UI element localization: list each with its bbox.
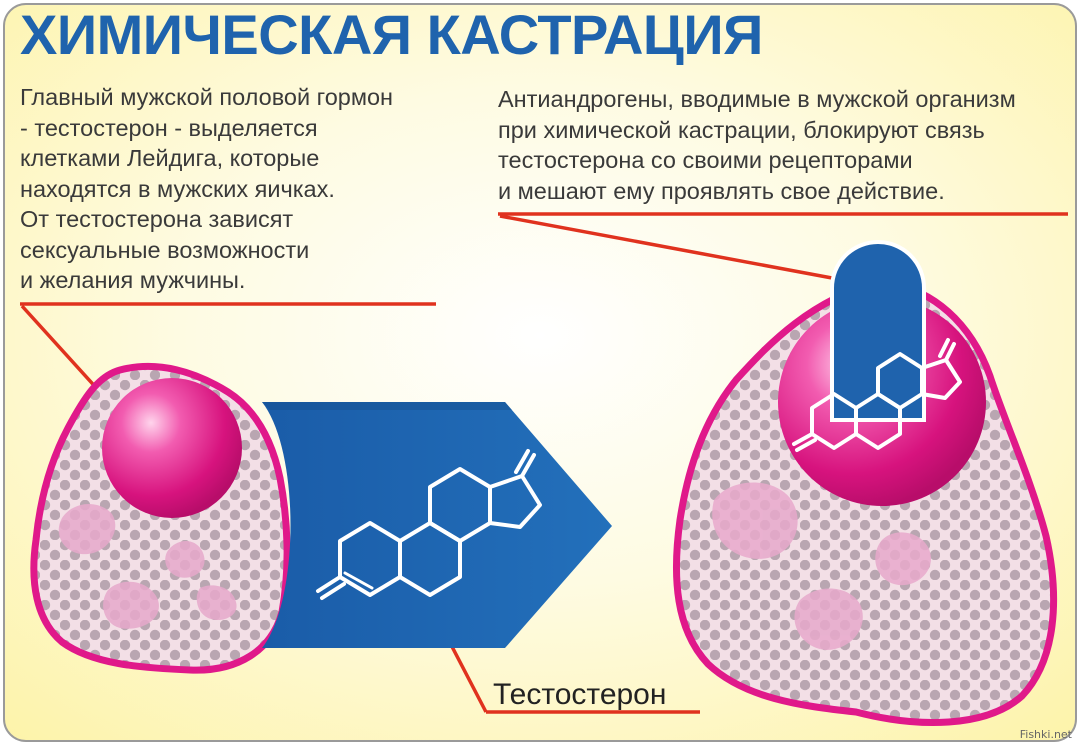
antiandrogen-capsule — [830, 240, 926, 422]
left-line-5: От тестостерона зависят — [20, 206, 294, 232]
page-title: ХИМИЧЕСКАЯ КАСТРАЦИЯ — [20, 3, 763, 66]
left-line-2: - тестостерон - выделяется — [20, 114, 318, 141]
receptor-ball-left — [102, 378, 242, 518]
left-description: Главный мужской половой гормон - тестост… — [20, 82, 393, 296]
testosterone-molecule — [316, 449, 542, 600]
right-line-2: при химической кастрации, блокируют связ… — [498, 116, 985, 143]
right-description: Антиандрогены, вводимые в мужской органи… — [498, 84, 1016, 206]
right-cell-blobs — [712, 482, 932, 650]
left-line-4: находятся в мужских яичках. — [20, 175, 335, 202]
left-line-1: Главный мужской половой гормон — [20, 84, 394, 110]
right-pointer — [499, 214, 833, 280]
left-line-6: сексуальные возможности — [20, 236, 310, 263]
left-cell-blobs — [58, 503, 237, 629]
bound-molecule — [792, 338, 962, 452]
watermark: Fishki.net — [1019, 728, 1072, 741]
left-line-3: клетками Лейдига, которые — [20, 145, 320, 171]
arrow-shadow — [262, 402, 512, 410]
right-line-3: тестостерона со своими рецепторами — [498, 147, 913, 173]
left-pointer — [20, 304, 102, 394]
pointer-lines — [20, 212, 1068, 714]
testosterone-label: Тестостерон — [493, 678, 667, 711]
right-line-1: Антиандрогены, вводимые в мужской органи… — [498, 86, 1016, 112]
left-line-7: и желания мужчины. — [20, 267, 246, 293]
right-line-4: и мешают ему проявлять свое действие. — [498, 177, 945, 204]
